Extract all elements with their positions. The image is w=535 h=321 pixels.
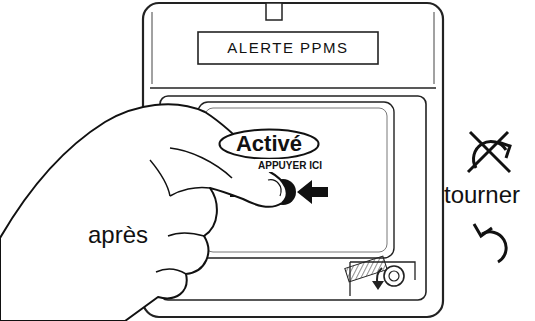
step-label: après — [88, 222, 148, 248]
rotate-forbidden-symbol — [468, 132, 510, 172]
top-notch — [266, 3, 282, 20]
status-oval-text: Activé — [236, 132, 302, 156]
status-oval: Activé — [218, 128, 320, 160]
key-lock — [384, 266, 404, 286]
action-label: tourner — [444, 182, 520, 208]
label-window-text: ALERTE PPMS — [227, 40, 348, 57]
arrow-left — [297, 180, 328, 204]
instruction-label: APPUYER ICI — [255, 159, 325, 172]
label-window: ALERTE PPMS — [197, 31, 379, 65]
rotate-symbol — [474, 224, 506, 262]
